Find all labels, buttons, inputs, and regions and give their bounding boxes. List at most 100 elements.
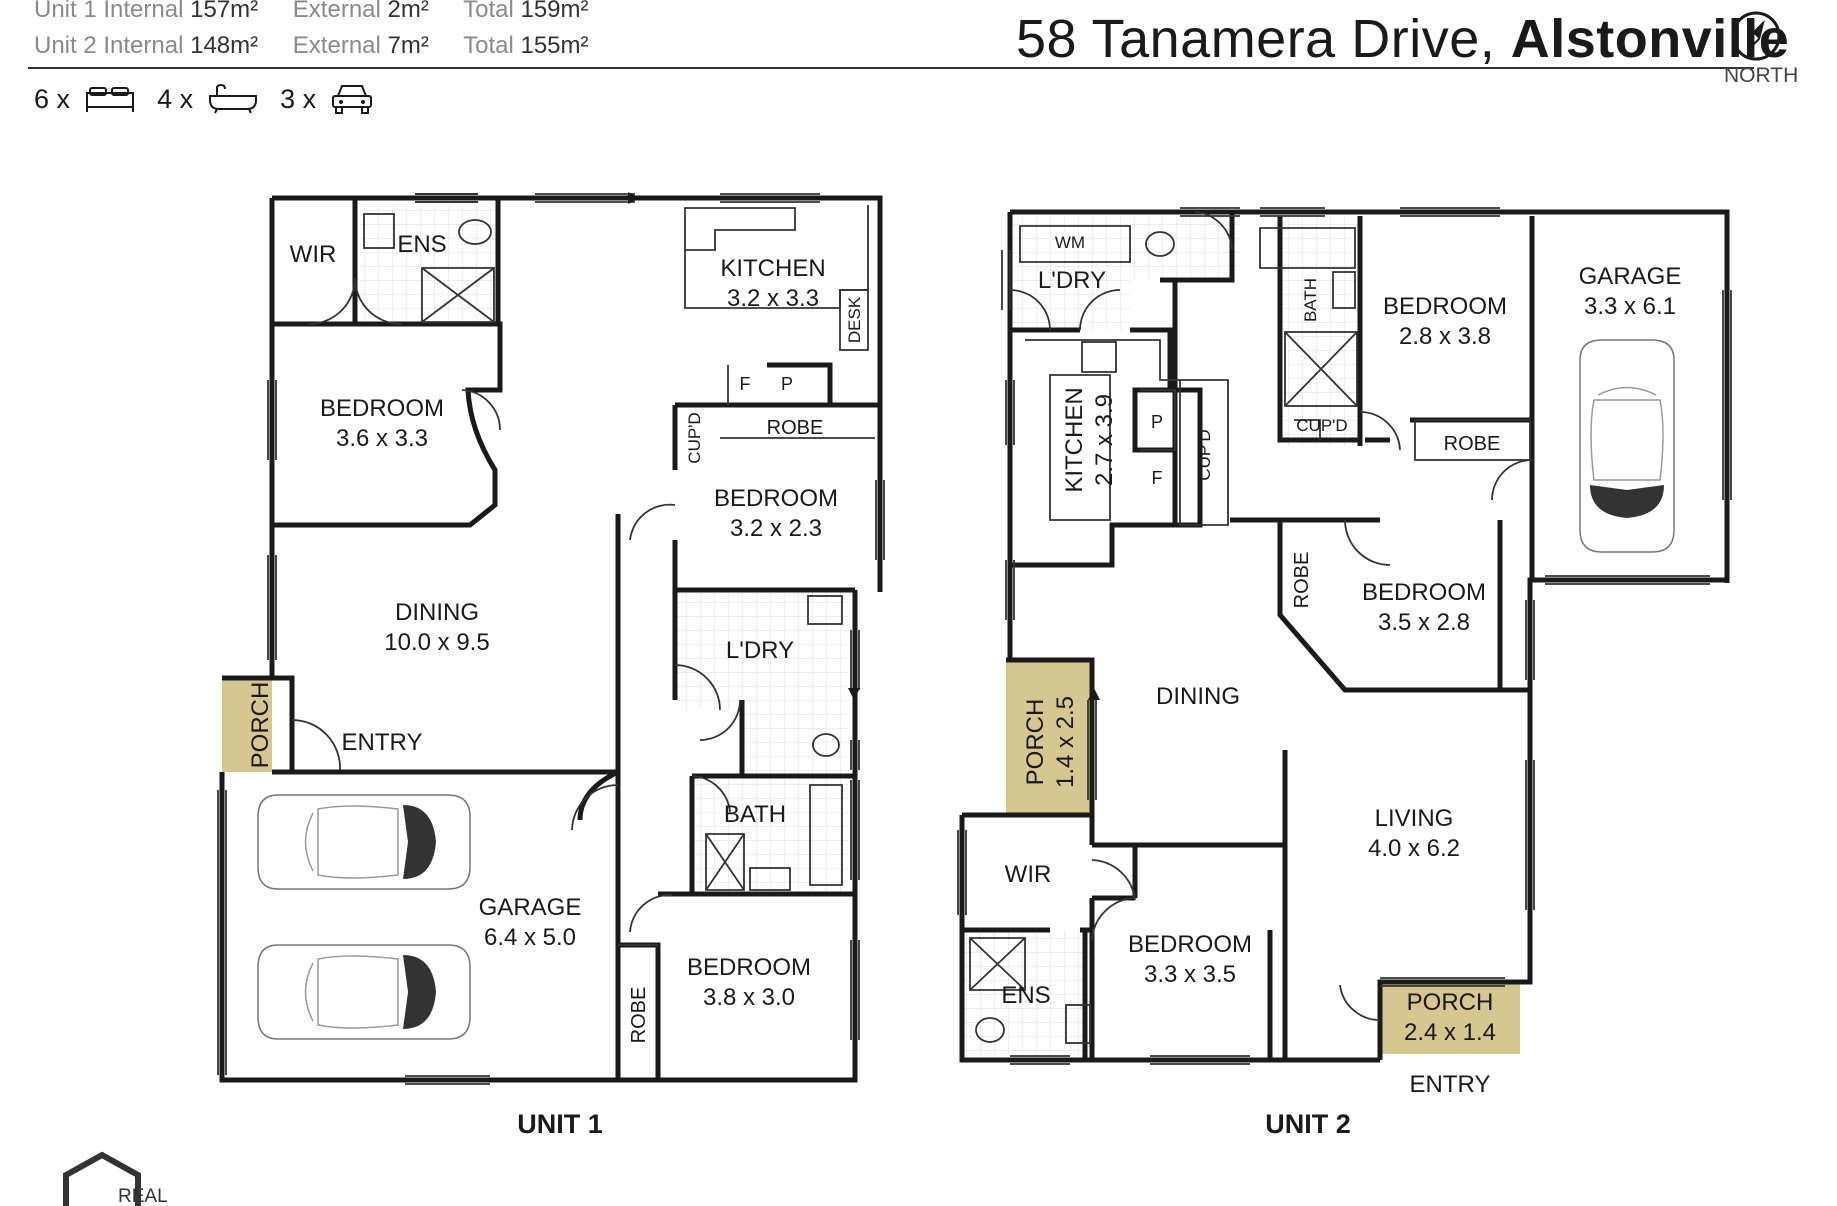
logo-line1: REAL: [118, 1186, 168, 1206]
unit2-living-label: LIVING: [1375, 805, 1454, 832]
unit2-ens-label: ENS: [1001, 982, 1050, 1009]
unit2-internal-label: Unit 2 Internal: [34, 32, 184, 59]
unit2-f-label: F: [1152, 468, 1163, 488]
unit1-f-label: F: [740, 374, 751, 394]
unit1-total-label: Total: [463, 0, 514, 23]
unit1-title: UNIT 1: [517, 1109, 603, 1139]
unit1-kitchen-label: KITCHEN: [720, 255, 825, 282]
unit1-bath-label: BATH: [724, 801, 786, 828]
unit1-car-icon: [257, 794, 471, 890]
unit2-total-label: Total: [463, 32, 514, 59]
unit2-wir-label: WIR: [1005, 861, 1052, 888]
unit2-title: UNIT 2: [1265, 1109, 1351, 1139]
unit1-internal-value: 157m²: [190, 0, 259, 23]
bed-icon: [85, 87, 134, 112]
unit1-garage-dim: 6.4 x 5.0: [484, 924, 576, 951]
bath-count: 4 x: [157, 83, 194, 114]
real-property-logo: REAL: [63, 1151, 168, 1206]
unit2-porch2-dim: 2.4 x 1.4: [1404, 1019, 1496, 1046]
unit1-area-summary: Unit 1 Internal 157m² External 2m² Total…: [34, 0, 589, 24]
unit1-bedroom1-label: BEDROOM: [320, 395, 444, 422]
unit2-garage-dim: 3.3 x 6.1: [1584, 293, 1676, 320]
unit1-bedroom3-dim: 3.8 x 3.0: [703, 984, 795, 1011]
unit2-wm-label: WM: [1055, 233, 1085, 252]
address-street: 58 Tanamera Drive,: [1016, 9, 1496, 69]
unit1-external-label: External: [292, 0, 381, 23]
unit2-bedroom1-dim: 2.8 x 3.8: [1399, 323, 1491, 350]
unit2-bedroom2-label: BEDROOM: [1362, 579, 1486, 606]
unit2-porch1-dim: 1.4 x 2.5: [1052, 696, 1079, 788]
unit2-robe2-label: ROBE: [1291, 552, 1313, 609]
unit2-external-label: External: [292, 32, 381, 59]
unit1-toilet-floor: [742, 710, 849, 776]
unit1-bedroom1-dim: 3.6 x 3.3: [336, 425, 428, 452]
unit1-ens-label: ENS: [397, 231, 446, 258]
unit1-bedroom2-label: BEDROOM: [714, 485, 838, 512]
unit1-laundry-label: L'DRY: [726, 637, 794, 664]
unit1-bath-floor: [692, 776, 849, 894]
unit2-porch1-area: [1006, 660, 1092, 813]
unit2-bedroom3-dim: 3.3 x 3.5: [1144, 961, 1236, 988]
unit2-cupd-label: CUP'D: [1195, 429, 1214, 480]
header-divider: [28, 67, 1754, 69]
unit2-toilet-floor: [1130, 216, 1240, 280]
unit1-entry-label: ENTRY: [342, 729, 423, 756]
unit1-robe2-label: ROBE: [628, 987, 650, 1044]
unit2-external-value: 7m²: [387, 32, 429, 59]
unit2-p-label: P: [1151, 412, 1163, 432]
unit1-ensuite-floor: [360, 206, 498, 324]
unit2-car-icon: [1579, 339, 1675, 553]
unit1-porch-area: [222, 678, 272, 772]
unit1-total-value: 159m²: [520, 0, 589, 23]
unit2-garage-label: GARAGE: [1579, 263, 1682, 290]
unit1-dining-dim: 10.0 x 9.5: [384, 629, 489, 656]
unit2-cupd2-label: CUP'D: [1296, 416, 1347, 435]
unit1-laundry-floor: [675, 590, 849, 710]
unit2-area-summary: Unit 2 Internal 148m² External 7m² Total…: [34, 32, 589, 60]
car-icon: [331, 85, 372, 114]
unit1-plan: WIR ENS KITCHEN 3.2 x 3.3 DESK F P CUP'D…: [217, 192, 885, 1139]
unit2-bedroom2-dim: 3.5 x 2.8: [1378, 609, 1470, 636]
unit2-living-dim: 4.0 x 6.2: [1368, 835, 1460, 862]
unit2-entry-label: ENTRY: [1410, 1071, 1491, 1098]
unit2-kitchen-label: KITCHEN: [1061, 387, 1088, 492]
unit1-dining-label: DINING: [395, 599, 479, 626]
unit1-external-value: 2m²: [387, 0, 429, 23]
unit2-bedroom3-label: BEDROOM: [1128, 931, 1252, 958]
unit1-bedroom2-dim: 3.2 x 2.3: [730, 515, 822, 542]
unit2-porch1-label: PORCH: [1022, 699, 1049, 786]
unit2-kitchen-dim: 2.7 x 3.9: [1091, 394, 1118, 486]
unit1-cupd-label: CUP'D: [685, 412, 704, 463]
unit1-garage-label: GARAGE: [479, 894, 582, 921]
unit1-internal-label: Unit 1 Internal: [34, 0, 184, 23]
unit2-robe-label: ROBE: [1444, 433, 1501, 455]
unit1-car-icon-2: [257, 944, 471, 1040]
unit2-bath-floor: [1280, 216, 1360, 446]
unit1-porch-label: PORCH: [247, 682, 274, 769]
unit1-kitchen-dim: 3.2 x 3.3: [727, 285, 819, 312]
unit1-p-label: P: [781, 374, 793, 394]
car-count: 3 x: [280, 83, 317, 114]
unit2-total-value: 155m²: [520, 32, 589, 59]
unit1-robe-label: ROBE: [767, 417, 824, 439]
unit2-bath-label: BATH: [1301, 278, 1320, 322]
unit2-plan: WM L'DRY BATH BEDROOM 2.8 x 3.8 GARAGE 3…: [957, 207, 1732, 1139]
unit2-internal-value: 148m²: [190, 32, 259, 59]
north-label: NORTH: [1724, 64, 1799, 87]
unit1-bedroom3-label: BEDROOM: [687, 954, 811, 981]
unit2-laundry-floor: [1010, 216, 1130, 330]
unit2-porch2-area: [1380, 982, 1520, 1054]
bed-count: 6 x: [34, 83, 71, 114]
unit1-wir-label: WIR: [290, 241, 337, 268]
compass-icon: [1731, 11, 1781, 61]
unit2-bedroom1-label: BEDROOM: [1383, 293, 1507, 320]
property-address: 58 Tanamera Drive, Alstonville: [1016, 8, 1789, 70]
unit2-ensuite-floor: [964, 930, 1094, 1056]
unit1-desk-label: DESK: [845, 296, 864, 343]
feature-summary: 6 x 4 x 3 x: [34, 82, 388, 116]
bath-icon: [208, 83, 257, 114]
unit2-laundry-label: L'DRY: [1038, 267, 1106, 294]
unit2-porch2-label: PORCH: [1407, 989, 1494, 1016]
unit2-dining-label: DINING: [1156, 683, 1240, 710]
